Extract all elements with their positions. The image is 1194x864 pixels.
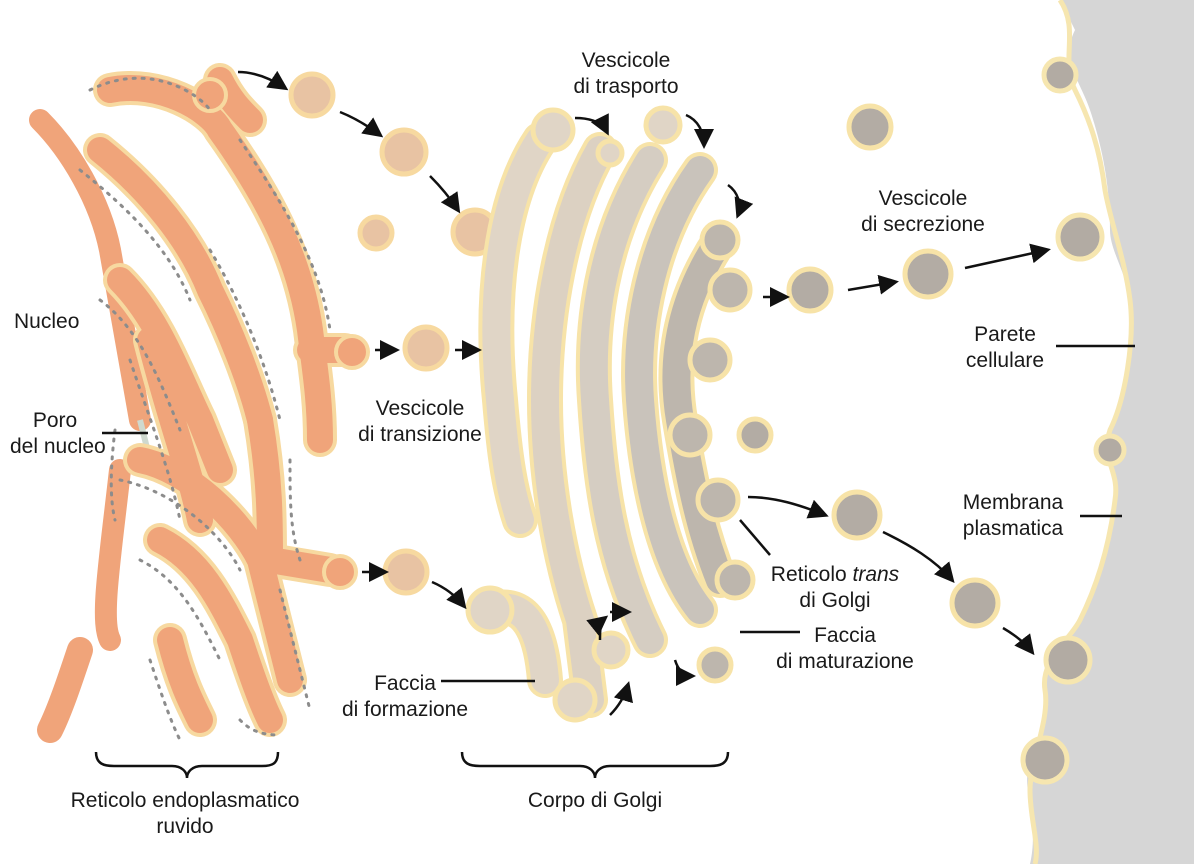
label-nuclear-pore-line2: del nucleo [10, 435, 106, 458]
label-maturing-face-line1: Faccia [814, 624, 876, 647]
flow-arrows [237, 70, 1051, 716]
label-transition-vesicles-line2: di transizione [358, 423, 482, 446]
exocytosis-vesicle-5 [1041, 56, 1079, 94]
label-transport-vesicles-line1: Vescicole [581, 49, 671, 72]
label-transition-vesicles-line1: Vescicole [375, 397, 465, 420]
label-nucleus: Nucleo [14, 310, 80, 333]
label-transport-vesicles: Vescicole di trasporto [556, 48, 696, 100]
ribosomes [78, 76, 332, 742]
label-cell-wall: Parete cellulare [955, 322, 1055, 374]
label-cell-wall-line2: cellulare [965, 349, 1045, 372]
label-trans-golgi-italic: trans [852, 563, 900, 586]
label-transport-vesicles-line2: di trasporto [573, 75, 679, 98]
exocytosis-vesicle-2 [1093, 433, 1127, 467]
label-cell-wall-line1: Parete [974, 323, 1036, 346]
label-secretory-vesicles: Vescicole di secrezione [848, 186, 998, 238]
label-secretory-vesicles-line2: di secrezione [861, 213, 985, 236]
label-rough-er-line1: Reticolo endoplasmatico [70, 789, 300, 812]
label-golgi-body: Corpo di Golgi [527, 789, 663, 812]
braces [94, 751, 730, 779]
vesicles-free [591, 103, 1001, 670]
label-nuclear-pore: Poro del nucleo [10, 408, 106, 460]
exocytosis-vesicle-3 [1043, 635, 1093, 685]
label-rough-er: Reticolo endoplasmatico ruvido [40, 788, 330, 840]
label-plasma-membrane-line2: plasmatica [962, 517, 1064, 540]
label-trans-golgi-word1: Reticolo [770, 563, 853, 586]
label-secretory-vesicles-line1: Vescicole [878, 187, 968, 210]
label-rough-er-line2: ruvido [156, 815, 214, 838]
label-forming-face: Faccia di formazione [330, 671, 480, 723]
label-maturing-face-line2: di maturazione [776, 650, 914, 673]
label-plasma-membrane-line1: Membrana [962, 491, 1064, 514]
label-transition-vesicles: Vescicole di transizione [350, 396, 490, 448]
label-forming-face-line1: Faccia [374, 672, 436, 695]
golgi-body [465, 107, 756, 723]
rough-er [78, 63, 370, 742]
cell-wall [1020, 0, 1194, 864]
label-trans-golgi-line2: di Golgi [799, 589, 871, 612]
label-trans-golgi-line1: Reticolo trans [760, 562, 910, 588]
nuclear-envelope [29, 109, 153, 743]
exocytosis-vesicle-4 [1020, 735, 1070, 785]
label-maturing-face: Faccia di maturazione [760, 623, 930, 675]
label-forming-face-line2: di formazione [341, 698, 469, 721]
leader-lines [102, 344, 1135, 683]
transition-vesicles [288, 71, 500, 596]
label-nuclear-pore-line1: Poro [32, 409, 78, 432]
label-plasma-membrane: Membrana plasmatica [948, 490, 1078, 542]
exocytosis-vesicle-1 [1055, 212, 1105, 262]
label-trans-golgi-network: Reticolo trans di Golgi [760, 562, 910, 614]
